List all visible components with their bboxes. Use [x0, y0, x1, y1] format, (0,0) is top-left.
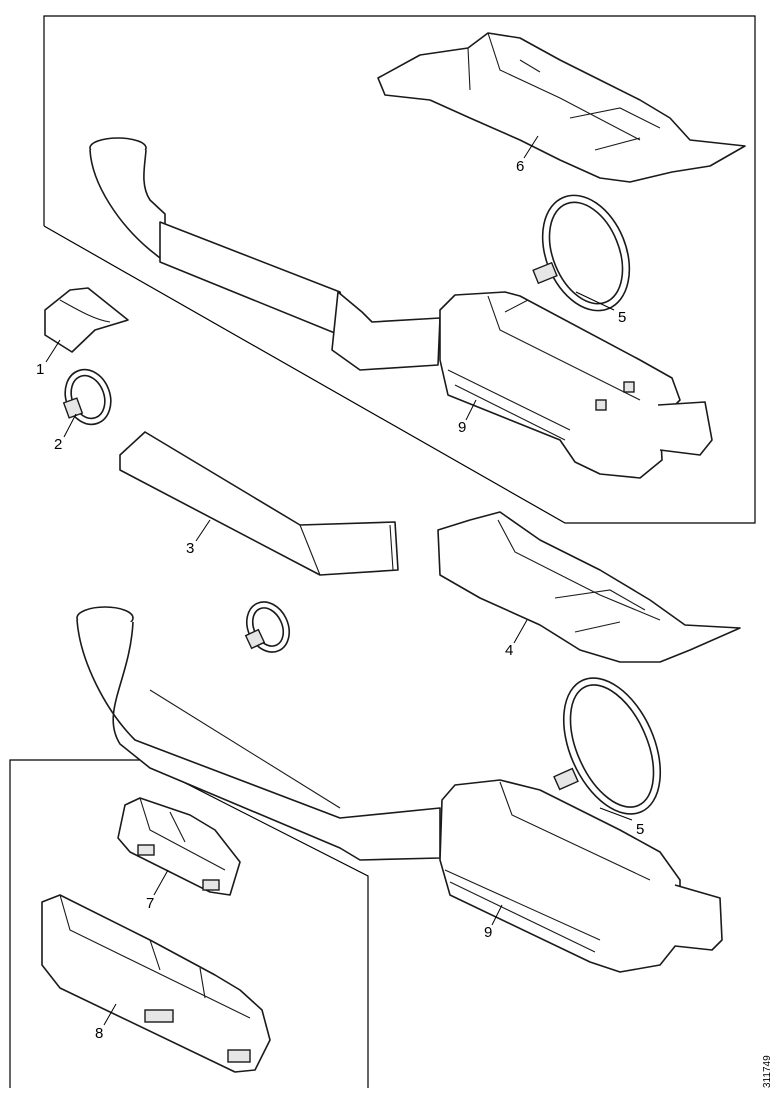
callout-5-bottom: 5 [636, 821, 644, 838]
lower-clamp-part [553, 677, 662, 815]
callout-6: 6 [516, 158, 524, 175]
heat-sleeve-part [44, 287, 129, 353]
callout-4: 4 [505, 642, 513, 659]
upper-front-pipe-part [89, 137, 441, 371]
tail-pipe-part [119, 431, 399, 576]
callout-1: 1 [36, 361, 44, 378]
callout-5-top: 5 [618, 309, 626, 326]
callout-9-bottom: 9 [484, 924, 492, 941]
upper-muffler-part [439, 291, 713, 479]
callout-9-top: 9 [458, 419, 466, 436]
loose-clamp-part [244, 601, 290, 653]
upper-assembly-frame [43, 15, 756, 524]
upper-heat-shield-part [377, 32, 746, 183]
callout-leaders [45, 135, 633, 1026]
callout-2: 2 [54, 436, 62, 453]
lower-muffler-part [439, 779, 723, 973]
small-heat-shield-part [117, 797, 241, 896]
large-heat-shield-part [41, 894, 271, 1073]
callout-7: 7 [146, 895, 154, 912]
upper-clamp-part [532, 194, 631, 312]
lower-front-pipe-part [76, 606, 441, 861]
callout-8: 8 [95, 1025, 103, 1042]
middle-heat-shield-part [437, 511, 741, 663]
reference-code: 311749 [762, 1055, 773, 1088]
callout-3: 3 [186, 540, 194, 557]
small-clamp-part [62, 368, 112, 426]
